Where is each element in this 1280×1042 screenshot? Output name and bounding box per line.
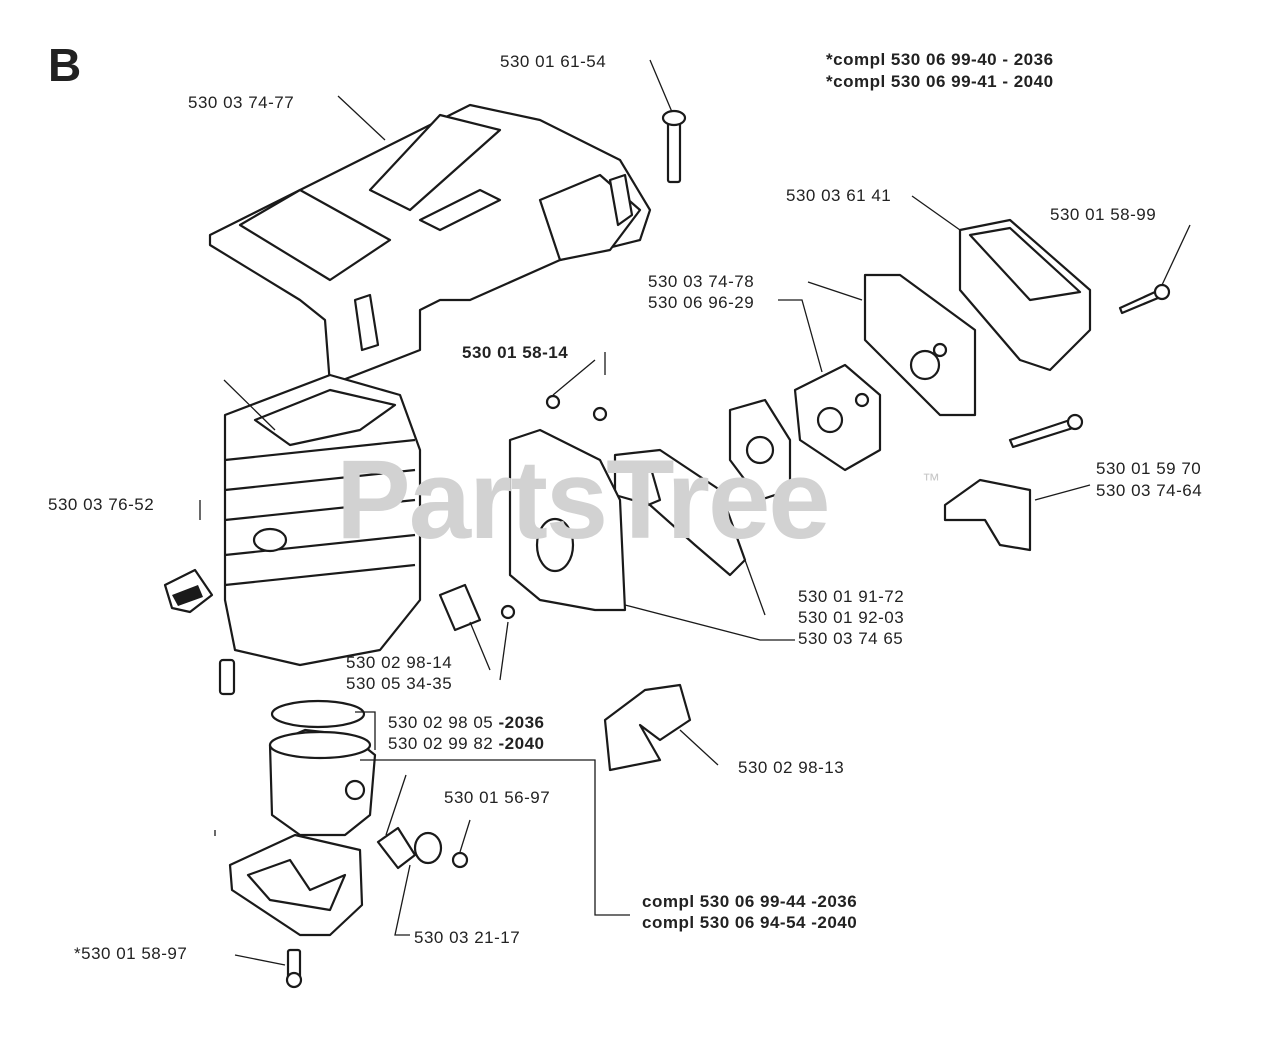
label-530029982-suffix: -2040 bbox=[498, 734, 545, 753]
cylinder-cover bbox=[208, 103, 652, 387]
air-filter bbox=[863, 273, 977, 417]
label-compl-piston-2040-number: compl 530 06 94-54 bbox=[642, 913, 806, 932]
label-530037464: 530 03 74-64 bbox=[1096, 481, 1203, 500]
label-530029814: 530 02 98-14 bbox=[346, 653, 453, 672]
label-530037465: 530 03 74 65 bbox=[798, 629, 904, 648]
label-530037478: 530 03 74-78 bbox=[648, 272, 755, 291]
needle-bearing bbox=[413, 831, 469, 869]
cylinder-screw bbox=[218, 658, 236, 696]
label-530015697: 530 01 56-97 bbox=[444, 788, 551, 807]
screw-top bbox=[661, 109, 687, 184]
intake-plate bbox=[613, 448, 747, 577]
spark-cap bbox=[163, 568, 214, 614]
label-compl-piston-2036-number: compl 530 06 99-44 bbox=[642, 892, 806, 911]
section-letter: B bbox=[48, 39, 82, 91]
label-compl-2040: *compl 530 06 99-41 - 2040 bbox=[826, 72, 1054, 91]
label-530029805-suffix: -2036 bbox=[498, 713, 545, 732]
piston-pin bbox=[376, 826, 417, 870]
intake-manifold bbox=[508, 428, 627, 612]
crankcase-half bbox=[228, 833, 364, 937]
watermark-trademark: ™ bbox=[922, 470, 940, 490]
screw-filter bbox=[1118, 283, 1171, 315]
gasket bbox=[728, 398, 792, 502]
small-screws bbox=[545, 394, 608, 422]
label-compl-2036: *compl 530 06 99-40 - 2036 bbox=[826, 50, 1054, 69]
label-530016154: 530 01 61-54 bbox=[500, 52, 607, 71]
label-530029805-number: 530 02 98 05 bbox=[388, 713, 494, 732]
label-530036141: 530 03 61 41 bbox=[786, 186, 892, 205]
label-530029813: 530 02 98-13 bbox=[738, 758, 845, 777]
label-compl-piston-2040-suffix: -2040 bbox=[811, 913, 858, 932]
label-530032117: 530 03 21-17 bbox=[414, 928, 521, 947]
label-530015970: 530 01 59 70 bbox=[1096, 459, 1202, 478]
watermark: PartsTree bbox=[336, 437, 831, 562]
label-530015897: *530 01 58-97 bbox=[74, 944, 188, 963]
label-530053435: 530 05 34-35 bbox=[346, 674, 453, 693]
screw-long bbox=[1008, 413, 1084, 449]
cylinder bbox=[223, 373, 422, 667]
label-530019203: 530 01 92-03 bbox=[798, 608, 905, 627]
label-530019172: 530 01 91-72 bbox=[798, 587, 905, 606]
label-compl-piston-2036-suffix: -2036 bbox=[811, 892, 858, 911]
label-530029805: 530 02 98 05 -2036 bbox=[388, 713, 544, 733]
label-530069629: 530 06 96-29 bbox=[648, 293, 755, 312]
leader-lines bbox=[199, 59, 1191, 966]
label-530015814: 530 01 58-14 bbox=[462, 343, 569, 362]
carburetor bbox=[793, 363, 882, 472]
bracket-right bbox=[943, 478, 1032, 552]
piston bbox=[268, 728, 377, 837]
label-530015899: 530 01 58-99 bbox=[1050, 205, 1157, 224]
label-530029982-number: 530 02 99 82 bbox=[388, 734, 494, 753]
piston-ring bbox=[270, 699, 366, 729]
deflector bbox=[603, 683, 692, 772]
label-530037477: 530 03 74-77 bbox=[188, 93, 295, 112]
air-filter-cover bbox=[958, 218, 1092, 372]
label-530029982: 530 02 99 82 -2040 bbox=[388, 734, 544, 754]
label-compl-piston-2040: compl 530 06 94-54 -2040 bbox=[642, 913, 857, 933]
label-compl-piston-2036: compl 530 06 99-44 -2036 bbox=[642, 892, 857, 912]
bushing bbox=[438, 583, 516, 632]
label-530037652: 530 03 76-52 bbox=[48, 495, 155, 514]
bottom-screw bbox=[285, 948, 303, 989]
